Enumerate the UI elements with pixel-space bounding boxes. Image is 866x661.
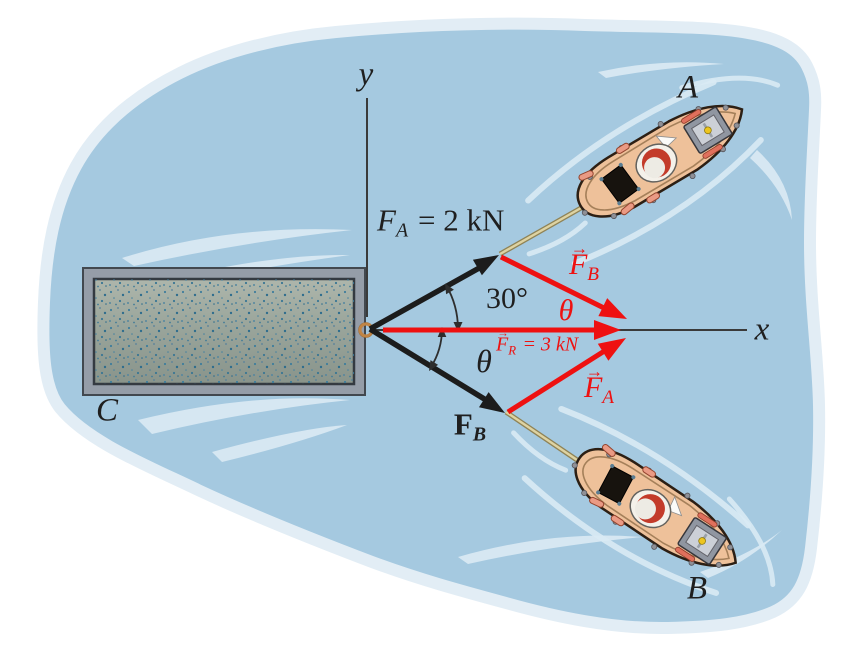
force-fa-arrow xyxy=(368,255,499,332)
barge xyxy=(82,267,366,396)
fb-applied-label: FB xyxy=(453,406,487,446)
barge-c-label: C xyxy=(95,392,119,429)
wake-streak xyxy=(138,398,350,434)
wake-streak xyxy=(122,229,352,266)
fa-component-label: →FA xyxy=(583,360,615,408)
wake-streak xyxy=(458,535,642,564)
y-axis-label: y xyxy=(358,56,374,93)
tug-b-label: B xyxy=(686,570,708,607)
theta-label-red: θ xyxy=(558,294,574,327)
tow-ropes xyxy=(498,205,583,463)
angle-30-label: 30° xyxy=(486,282,528,315)
x-axis-label: x xyxy=(754,311,770,348)
fb-component-label: →FB xyxy=(568,237,600,285)
wake-streak xyxy=(598,62,724,78)
fr-magnitude-label: →FR= 3 kN xyxy=(496,326,579,358)
theta-label-black: θ xyxy=(476,343,492,379)
resultant-fr-arrow xyxy=(383,320,621,340)
angle-arc-30 xyxy=(445,283,463,332)
component-fa-arrow xyxy=(506,338,626,415)
fa-magnitude-label: FA= 2 kN xyxy=(377,202,505,242)
wake-streak xyxy=(750,150,792,220)
force-fb-arrow xyxy=(368,326,505,413)
component-fb-arrow xyxy=(499,254,627,319)
tug-a-label: A xyxy=(677,69,699,106)
wake-streak xyxy=(212,425,347,462)
